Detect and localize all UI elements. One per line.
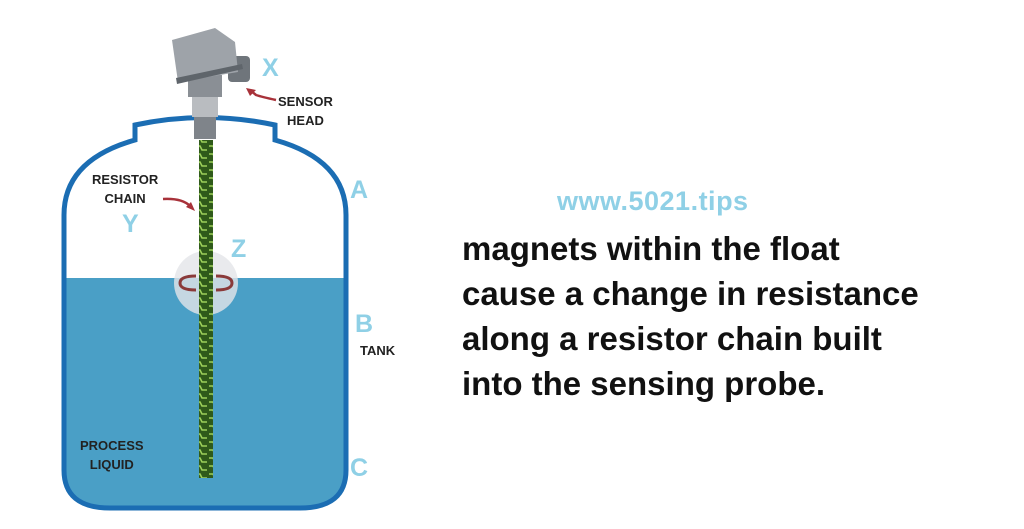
label-a: A (350, 176, 369, 204)
process-liquid-label: PROCESS LIQUID (80, 436, 144, 474)
label-c: C (350, 454, 369, 482)
tank-label: TANK (360, 343, 396, 358)
process-liquid-line-1: PROCESS (80, 438, 144, 453)
resistor-chain-arrow (162, 197, 191, 207)
sensor-head-arrow (249, 89, 277, 102)
caption: magnets within the float cause a change … (462, 226, 919, 406)
caption-line: cause a change in resistance (462, 275, 919, 312)
label-y: Y (122, 210, 139, 238)
label-b: B (355, 310, 374, 338)
label-x: X (262, 54, 279, 82)
label-z: Z (231, 235, 247, 263)
watermark-url: www.5021.tips (557, 186, 749, 216)
sensor-head-label: SENSOR HEAD (278, 92, 333, 130)
tank-outline (61, 115, 349, 511)
sensor-head-line-2: HEAD (287, 113, 324, 128)
resistor-chain-line-1: RESISTOR (92, 172, 159, 187)
resistor-chain-label: RESISTOR CHAIN (92, 170, 158, 208)
process-liquid-line-2: LIQUID (89, 457, 134, 472)
magnetic-float (174, 251, 238, 315)
caption-line: into the sensing probe. (462, 365, 826, 402)
caption-line: magnets within the float (462, 230, 840, 267)
sensor-head (172, 28, 250, 139)
caption-line: along a resistor chain built (462, 320, 882, 357)
resistor-chain-line-2: CHAIN (104, 191, 146, 206)
sensor-head-line-1: SENSOR (278, 94, 333, 109)
resistor-chain-arrowhead (186, 202, 195, 211)
sensor-head-arrowhead (246, 88, 256, 96)
